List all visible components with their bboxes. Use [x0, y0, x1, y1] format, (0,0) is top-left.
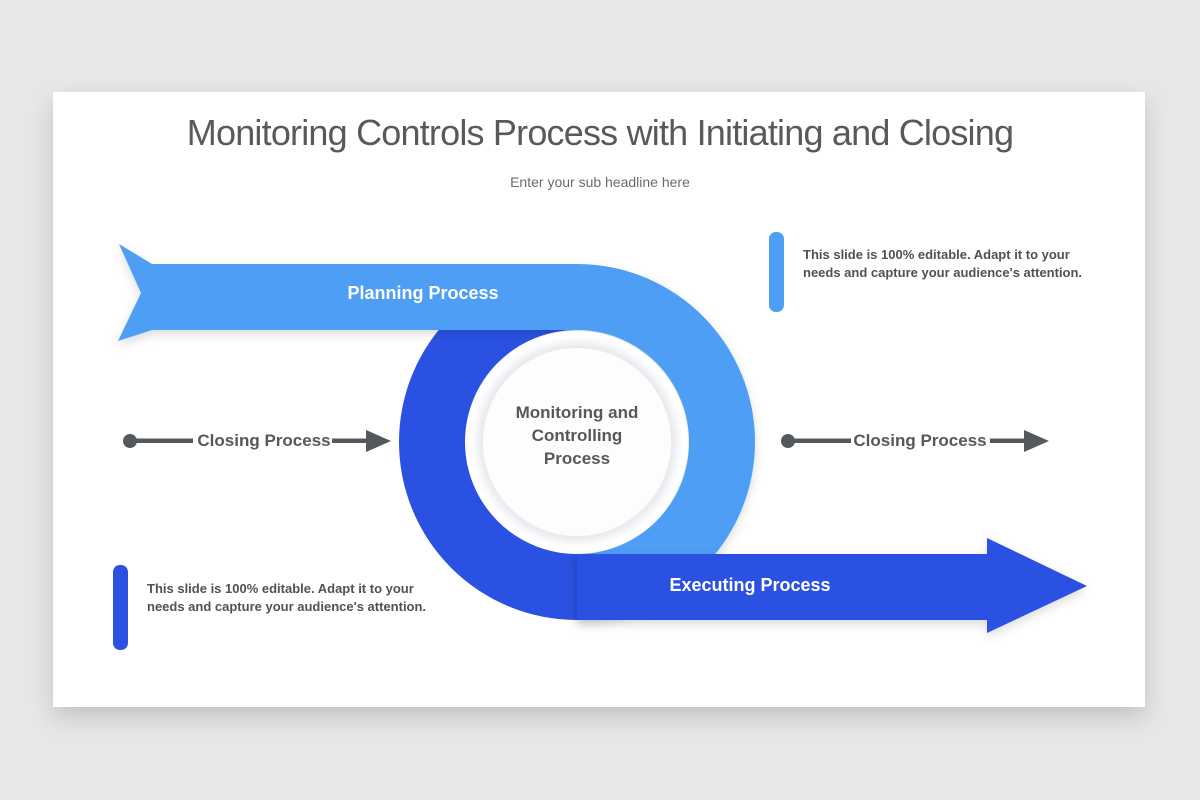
left-connector-dot [123, 434, 137, 448]
planning-arrow [118, 244, 755, 620]
right-connector-line [791, 438, 851, 443]
left-arrow-right-icon [366, 430, 391, 452]
monitoring-controlling-label: Monitoring and Controlling Process [515, 403, 639, 468]
callout-text-bottom-left: This slide is 100% editable. Adapt it to… [147, 581, 427, 614]
callout-bar-bottom-left [113, 565, 128, 650]
left-connector-line [133, 438, 193, 443]
callout-text-top-right: This slide is 100% editable. Adapt it to… [803, 247, 1083, 280]
executing-process-label: Executing Process [669, 575, 831, 595]
right-arrow-right-icon [1024, 430, 1049, 452]
closing-process-label-right: Closing Process [853, 431, 987, 450]
closing-process-label-left: Closing Process [197, 431, 331, 450]
monitoring-loop-left-arc [399, 264, 577, 620]
left-connector-line2 [332, 438, 369, 443]
page-subtitle: Enter your sub headline here [510, 174, 690, 190]
right-connector-dot [781, 434, 795, 448]
executing-arrow [577, 538, 1087, 633]
right-connector-line2 [990, 438, 1027, 443]
planning-process-label: Planning Process [347, 283, 499, 303]
center-circle [483, 348, 671, 536]
callout-bar-top-right [769, 232, 784, 312]
left-connector [123, 430, 391, 452]
right-connector [781, 430, 1049, 452]
page-title: Monitoring Controls Process with Initiat… [186, 112, 1014, 153]
